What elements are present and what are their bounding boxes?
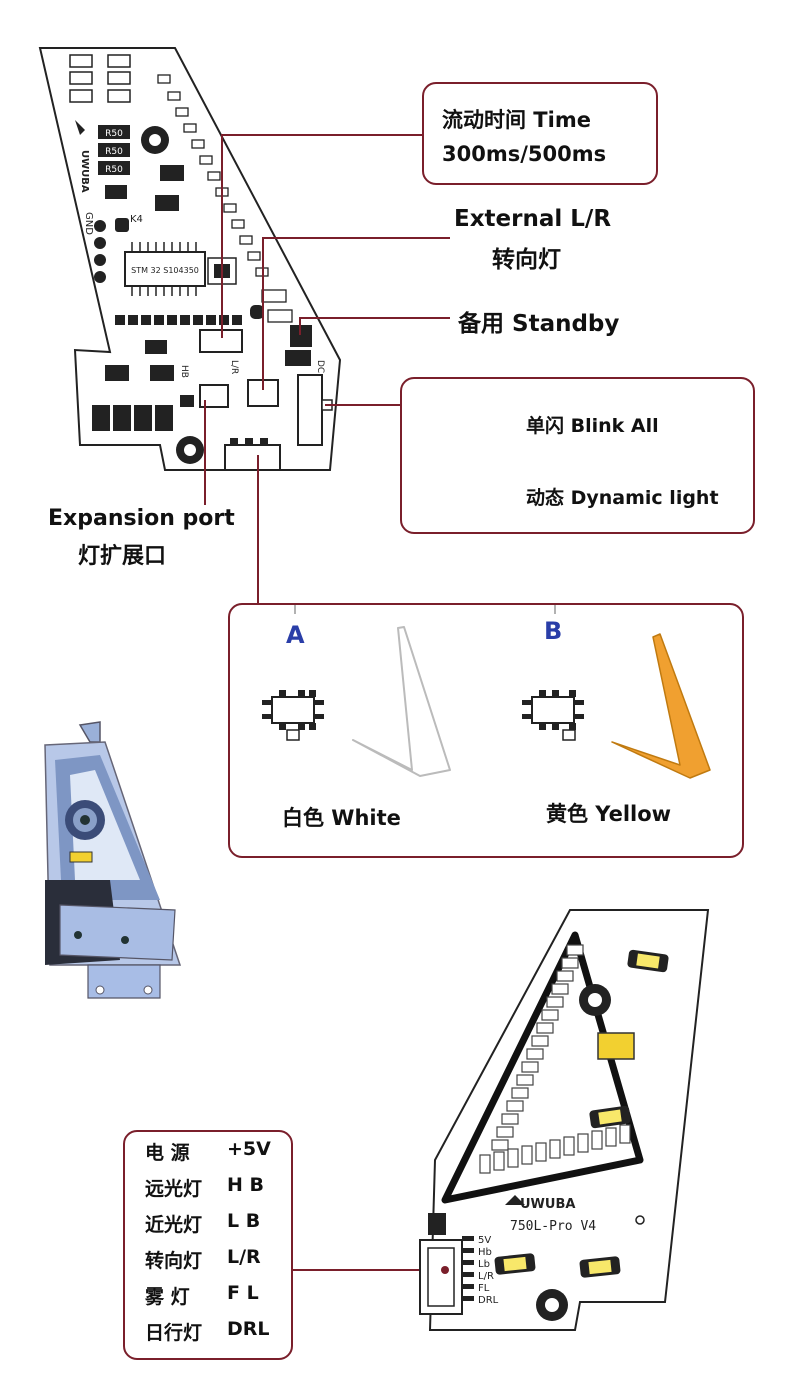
expansion-port-label: Expansion port [48, 506, 235, 531]
pin-5v: 5V [478, 1235, 491, 1246]
pin-legend-cn: 远光灯 [145, 1178, 203, 1200]
turn-signal-label: 转向灯 [492, 247, 561, 273]
pin-legend-row: 转向灯 L/R [145, 1246, 285, 1273]
option-a-letter: A [286, 621, 305, 649]
pin-legend-row: 日行灯 DRL [145, 1318, 285, 1345]
pin-legend-cn: 近光灯 [145, 1214, 203, 1236]
switch-a-icon [262, 690, 324, 741]
pin-legend-row: 近光灯 L B [145, 1210, 285, 1237]
time-callout-box: 流动时间 Time 300ms/500ms [422, 82, 658, 185]
expansion-port-cn-label: 灯扩展口 [78, 544, 167, 569]
pin-legend-cn: 日行灯 [145, 1322, 203, 1344]
lamp-housing-image [44, 721, 182, 999]
resistor-stack: R50 R50 R50 [98, 125, 130, 175]
color-option-box: A B 白色 White 黄色 Yellow [228, 603, 744, 858]
callout-lines [204, 134, 455, 1271]
pin-legend-cn: 电 源 [145, 1142, 190, 1164]
color-option-graphics [262, 604, 711, 779]
pin-lr: L/R [478, 1271, 494, 1282]
blink-mode-label: 单闪 Blink All [526, 415, 659, 437]
model-label: 750L-Pro V4 [510, 1219, 596, 1234]
top-circuit-board: R50 R50 R50 UWUBA GND K4 [38, 47, 342, 471]
chip-label: STM 32 S104350 [131, 266, 199, 275]
option-a-label: 白色 White [282, 806, 401, 830]
dc-label: DC [315, 360, 325, 373]
pin-lb: Lb [478, 1259, 490, 1270]
pin-legend-cn: 雾 灯 [145, 1286, 190, 1308]
pin-legend-en: L B [227, 1210, 261, 1232]
external-lr-label: External L/R [454, 206, 612, 232]
time-label: 流动时间 Time [442, 108, 591, 132]
option-b-label: 黄色 Yellow [546, 802, 672, 826]
pin-drl: DRL [478, 1295, 499, 1306]
resistor-label: R50 [105, 129, 123, 139]
gnd-label: GND [83, 212, 94, 235]
pin-legend-row: 电 源 +5V [145, 1138, 285, 1165]
pin-fl: FL [478, 1283, 490, 1294]
dynamic-mode-label: 动态 Dynamic light [526, 487, 719, 509]
pin-legend-row: 远光灯 H B [145, 1174, 285, 1201]
lr-label: L/R [229, 360, 239, 374]
option-b-letter: B [544, 617, 563, 645]
bottom-circuit-board: UWUBA 750L-Pro V4 5V Hb Lb L/R FL DRL [419, 909, 710, 1331]
pin-legend-en: H B [227, 1174, 264, 1196]
svg-text:UWUBA: UWUBA [79, 150, 90, 193]
mcu-chip: STM 32 S104350 [124, 242, 206, 296]
pin-hb: Hb [478, 1247, 492, 1258]
pin-legend-box: 电 源 +5V 远光灯 H B 近光灯 L B 转向灯 L/R 雾 灯 F L … [123, 1130, 293, 1360]
hb-label: HB [179, 365, 189, 378]
brand-label: UWUBA [520, 1197, 575, 1212]
time-values: 300ms/500ms [442, 142, 607, 166]
switch-mode-box: 单闪 Blink All 动态 Dynamic light [400, 377, 755, 534]
pin-legend-en: F L [227, 1282, 259, 1304]
pin-legend-en: DRL [227, 1318, 270, 1340]
pin-legend-en: L/R [227, 1246, 261, 1268]
pin-legend-en: +5V [227, 1138, 271, 1160]
svg-text:R50: R50 [105, 147, 123, 157]
switch-b-icon [522, 690, 584, 741]
svg-text:R50: R50 [105, 165, 123, 175]
pin-legend-row: 雾 灯 F L [145, 1282, 285, 1309]
k4-label: K4 [130, 214, 143, 225]
yellow-light-strip [611, 633, 711, 779]
standby-label: 备用 Standby [458, 311, 620, 337]
white-light-strip [352, 626, 451, 777]
pin-legend-cn: 转向灯 [145, 1250, 203, 1272]
